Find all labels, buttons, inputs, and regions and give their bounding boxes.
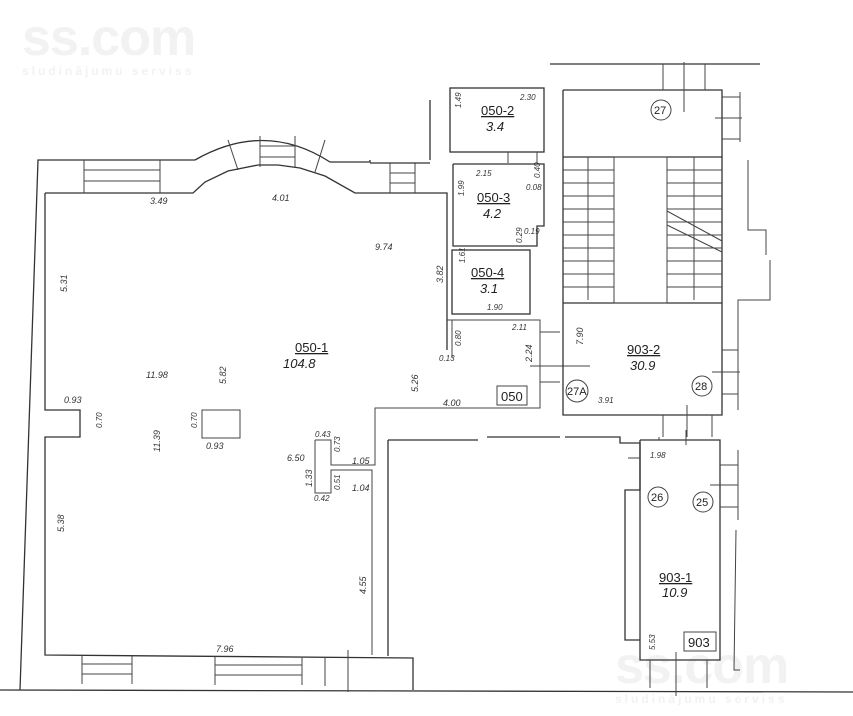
dim-1-99: 1.99 bbox=[457, 180, 466, 196]
dim-3-82: 3.82 bbox=[435, 265, 445, 283]
dim-0-29: 0.29 bbox=[515, 227, 524, 243]
dim-0-93-left: 0.93 bbox=[64, 395, 82, 405]
dim-0-13: 0.13 bbox=[439, 354, 455, 363]
room-050-1-id: 050-1 bbox=[295, 340, 328, 355]
dim-0-43: 0.43 bbox=[315, 430, 331, 439]
dim-2-24: 2.24 bbox=[524, 344, 534, 363]
dim-3-91: 3.91 bbox=[598, 396, 614, 405]
marker-27: 27 bbox=[654, 105, 666, 117]
dim-0-51: 0.51 bbox=[333, 474, 342, 490]
dim-5-53: 5.53 bbox=[648, 634, 657, 650]
stair-treads bbox=[563, 169, 722, 288]
dim-1-61: 1.61 bbox=[458, 247, 467, 263]
marker-26: 26 bbox=[651, 492, 663, 504]
room-903-1-walls bbox=[628, 430, 740, 696]
room-050-2-id: 050-2 bbox=[481, 103, 514, 118]
dim-11-98: 11.98 bbox=[146, 370, 168, 380]
dim-5-31: 5.31 bbox=[59, 274, 69, 292]
dim-4-00: 4.00 bbox=[443, 398, 461, 408]
dim-6-50: 6.50 bbox=[287, 453, 305, 463]
corridor-walls bbox=[387, 331, 641, 656]
dim-9-74: 9.74 bbox=[375, 242, 393, 252]
room-050-3 bbox=[452, 163, 545, 247]
dim-7-90: 7.90 bbox=[575, 327, 585, 345]
room-050-1-walls bbox=[0, 100, 853, 693]
dim-7-96: 7.96 bbox=[216, 644, 234, 654]
room-050-3-area: 4.2 bbox=[483, 206, 502, 221]
dim-0-73: 0.73 bbox=[333, 436, 342, 452]
dim-0-70-pillar: 0.70 bbox=[190, 412, 199, 428]
marker-28: 28 bbox=[695, 381, 707, 393]
room-903-1-area: 10.9 bbox=[662, 585, 687, 600]
room-903-2-area: 30.9 bbox=[630, 358, 655, 373]
room-050-2 bbox=[449, 87, 545, 153]
room-903-1-id: 903-1 bbox=[659, 570, 692, 585]
dim-0-19: 0.19 bbox=[524, 227, 540, 236]
dim-1-49: 1.49 bbox=[454, 92, 463, 108]
dim-5-38: 5.38 bbox=[56, 514, 66, 532]
dim-0-42: 0.42 bbox=[314, 494, 330, 503]
unit-label-903: 903 bbox=[688, 635, 710, 650]
dim-2-11: 2.11 bbox=[511, 323, 527, 332]
room-050-4-id: 050-4 bbox=[471, 265, 504, 280]
room-050-3-id: 050-3 bbox=[477, 190, 510, 205]
room-050-4 bbox=[451, 249, 531, 315]
dim-11-39: 11.39 bbox=[152, 430, 162, 452]
marker-25: 25 bbox=[696, 497, 708, 509]
room-050-1-area: 104.8 bbox=[283, 356, 316, 371]
dim-1-33: 1.33 bbox=[304, 469, 314, 487]
room-903-2-walls bbox=[550, 62, 771, 437]
dim-1-90: 1.90 bbox=[487, 303, 503, 312]
unit-label-050: 050 bbox=[501, 389, 523, 404]
dim-1-05: 1.05 bbox=[352, 456, 371, 466]
dim-0-08: 0.08 bbox=[526, 183, 542, 192]
dim-0-93-pillar: 0.93 bbox=[206, 441, 224, 451]
room-050-2-area: 3.4 bbox=[486, 119, 504, 134]
dim-2-30: 2.30 bbox=[519, 93, 536, 102]
dim-0-40: 0.40 bbox=[533, 162, 542, 178]
dim-0-80: 0.80 bbox=[454, 330, 463, 346]
dim-1-98: 1.98 bbox=[650, 451, 666, 460]
dim-4-55: 4.55 bbox=[358, 575, 368, 594]
dim-0-70-left: 0.70 bbox=[95, 412, 104, 428]
dim-4-01: 4.01 bbox=[272, 193, 290, 203]
marker-27a: 27A bbox=[567, 386, 587, 398]
dim-1-04: 1.04 bbox=[352, 483, 370, 493]
dim-5-26: 5.26 bbox=[410, 374, 420, 392]
dim-2-15: 2.15 bbox=[475, 169, 492, 178]
room-050-4-area: 3.1 bbox=[480, 281, 498, 296]
dim-5-82: 5.82 bbox=[218, 366, 228, 384]
room-903-2-id: 903-2 bbox=[627, 342, 660, 357]
dim-3-49: 3.49 bbox=[150, 196, 168, 206]
